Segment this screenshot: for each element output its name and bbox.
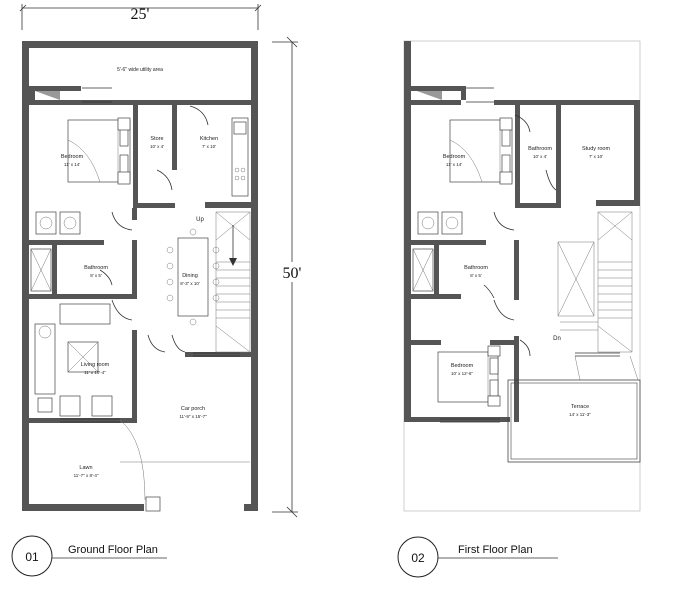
first-floor-stairs: [560, 211, 633, 353]
gf-store-size: 10' x 4': [150, 144, 164, 149]
ground-floor-stairs: [215, 211, 251, 353]
length-dimension-label: 50': [283, 265, 302, 282]
ff-terrace-name: Terrace: [571, 404, 589, 410]
gf-stair-up-label: Up: [196, 217, 204, 223]
ff-study-size: 7' x 10': [589, 154, 603, 159]
ff-bedroom-size: 11' x 14': [446, 162, 462, 167]
first-floor-title: 02 First Floor Plan: [397, 536, 558, 578]
gf-bathroom-size: 8' x 5': [90, 273, 102, 278]
gf-car-porch-size: 11'-9" x 15'-7": [179, 414, 207, 419]
length-dimension: 50': [272, 36, 304, 518]
ff-bedroom-name: Bedroom: [443, 154, 466, 160]
gf-dining-size: 8'-3" x 10': [180, 281, 200, 286]
gf-living-size: 11' x 10'-4": [84, 370, 106, 375]
utility-area-label: 5'-6" wide utility area: [117, 67, 163, 73]
gf-living-name: Living room: [81, 362, 110, 368]
gf-kitchen-size: 7' x 10': [202, 144, 216, 149]
ff-study-name: Study room: [582, 146, 611, 152]
ground-floor-title-text: Ground Floor Plan: [68, 544, 158, 556]
ff-bathroom-name: Bathroom: [464, 265, 488, 271]
ground-floor-number: 01: [25, 550, 39, 564]
gf-car-porch-name: Car porch: [181, 406, 205, 412]
ground-floor-plan: 5'-6" wide utility area Bedroom 11' x 14…: [22, 41, 258, 512]
first-floor-number: 02: [411, 551, 425, 565]
gf-dining-name: Dining: [182, 273, 198, 279]
ff-bedroom2-size: 10' x 12'-6": [451, 371, 473, 376]
gf-bathroom-name: Bathroom: [84, 265, 108, 271]
width-dimension-label: 25': [131, 6, 150, 23]
ff-bathroom-top-name: Bathroom: [528, 146, 552, 152]
gf-bedroom-name: Bedroom: [61, 154, 84, 160]
gf-kitchen-name: Kitchen: [200, 136, 218, 142]
gf-bedroom-size: 11' x 14': [64, 162, 80, 167]
ground-floor-title: 01 Ground Floor Plan: [11, 535, 167, 577]
gf-lawn-name: Lawn: [79, 465, 92, 471]
ff-bathroom-top-size: 10' x 4': [533, 154, 547, 159]
first-floor-title-text: First Floor Plan: [458, 544, 533, 556]
ff-stair-down-label: Dn: [553, 336, 561, 342]
gf-lawn-size: 11'-7" x 8'-4": [74, 473, 99, 478]
ff-terrace-size: 14' x 11'-3": [569, 412, 591, 417]
ff-bedroom2-name: Bedroom: [451, 363, 474, 369]
first-floor-plan: Bedroom 11' x 14' Bathroom 10' x 4' Stud…: [403, 40, 641, 512]
width-dimension: 25': [19, 4, 262, 30]
gf-store-name: Store: [150, 136, 163, 142]
ff-bathroom-size: 8' x 5': [470, 273, 482, 278]
